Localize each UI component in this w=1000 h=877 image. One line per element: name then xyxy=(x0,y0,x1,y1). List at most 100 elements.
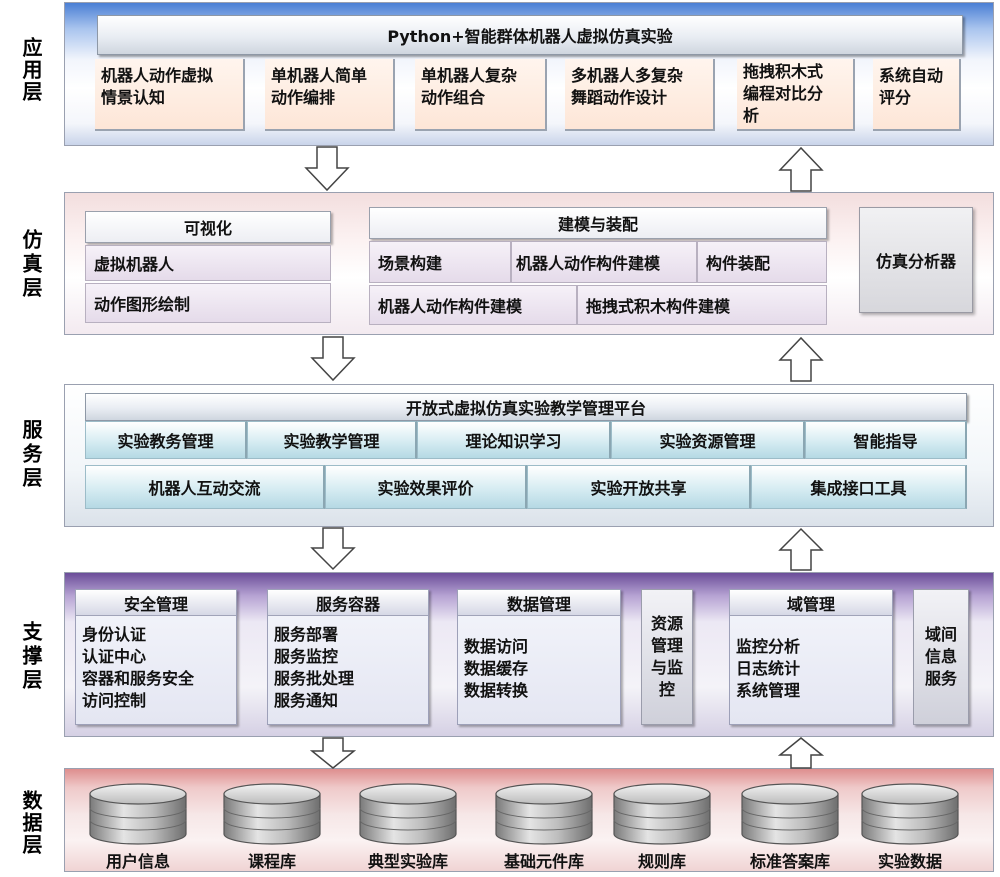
service-container: 服务容器 服务部署 服务监控 服务批处理 服务通知 xyxy=(267,589,429,725)
app-item: 拖拽积木式编程对比分析 xyxy=(737,59,855,131)
app-item: 机器人动作虚拟情景认知 xyxy=(95,59,245,131)
security-management-title: 安全管理 xyxy=(76,590,236,616)
visualization-item: 动作图形绘制 xyxy=(85,283,331,323)
database-icon xyxy=(741,783,839,845)
database-label: 典型实验库 xyxy=(367,852,448,871)
modeling-item-text: 构件装配 xyxy=(706,254,771,273)
database: 实验数据 xyxy=(860,782,960,871)
list-item: 身份认证 xyxy=(82,625,147,644)
layer-label-svc-text: 服务层 xyxy=(19,419,43,491)
modeling-item-text: 机器人动作构件建模 xyxy=(378,297,523,316)
service-item: 集成接口工具 xyxy=(751,465,967,509)
service-item: 实验效果评价 xyxy=(325,465,527,509)
data-management: 数据管理 数据访问 数据缓存 数据转换 xyxy=(457,589,621,725)
data-management-title: 数据管理 xyxy=(458,590,620,616)
database-icon xyxy=(223,783,321,845)
visualization-item: 虚拟机器人 xyxy=(85,245,331,281)
layer-label-data-text: 数据层 xyxy=(19,790,43,856)
list-item: 数据缓存 xyxy=(464,659,529,678)
app-item: 系统自动评分 xyxy=(873,59,961,131)
service-container-title: 服务容器 xyxy=(268,590,428,616)
layer-label-sup: 支撑层 xyxy=(0,602,62,712)
modeling-item: 拖拽式积木构件建模 xyxy=(577,285,827,325)
simulation-analyzer: 仿真分析器 xyxy=(859,207,973,313)
app-item-line: 单机器人复杂 xyxy=(421,66,518,85)
app-item-line: 动作组合 xyxy=(421,88,486,107)
resource-management-line: 控 xyxy=(658,680,675,699)
visualization-title-text: 可视化 xyxy=(183,219,232,238)
app-layer-title: Python+智能群体机器人虚拟仿真实验 xyxy=(97,15,963,55)
layer-label-sup-text: 支撑层 xyxy=(19,621,43,693)
app-item: 单机器人复杂动作组合 xyxy=(415,59,547,131)
layer-label-svc: 服务层 xyxy=(0,400,62,510)
database: 标准答案库 xyxy=(740,782,840,871)
modeling-item: 机器人动作构件建模 xyxy=(511,241,697,283)
database-label: 规则库 xyxy=(637,852,686,871)
arrow-up-icon xyxy=(778,146,824,192)
service-item-text: 理论知识学习 xyxy=(465,432,562,451)
resource-management-line: 与监 xyxy=(650,658,683,677)
service-item: 智能指导 xyxy=(805,421,967,459)
database: 用户信息 xyxy=(88,782,188,871)
app-item: 单机器人简单动作编排 xyxy=(265,59,395,131)
database-label: 用户信息 xyxy=(105,852,170,871)
arrow-down-icon xyxy=(310,737,356,769)
layer-label-app: 应用层 xyxy=(0,20,62,120)
database: 基础元件库 xyxy=(494,782,594,871)
application-layer: Python+智能群体机器人虚拟仿真实验 机器人动作虚拟情景认知 单机器人简单动… xyxy=(64,2,994,146)
layer-label-sim: 仿真层 xyxy=(0,210,62,320)
app-item-line: 拖拽积木式 xyxy=(743,62,824,81)
resource-management-line: 管理 xyxy=(650,636,683,655)
service-item-text: 智能指导 xyxy=(853,432,918,451)
service-item-text: 实验教学管理 xyxy=(283,432,380,451)
database-label: 标准答案库 xyxy=(749,852,830,871)
list-item: 日志统计 xyxy=(736,659,801,678)
arrow-down-icon xyxy=(310,527,356,571)
database-icon xyxy=(495,783,593,845)
service-item-text: 实验教务管理 xyxy=(117,432,214,451)
inter-domain-line: 域间 xyxy=(924,625,957,644)
database-icon xyxy=(359,783,457,845)
database: 课程库 xyxy=(222,782,322,871)
service-item: 实验开放共享 xyxy=(527,465,751,509)
modeling-item: 机器人动作构件建模 xyxy=(369,285,577,325)
modeling-item-text: 拖拽式积木构件建模 xyxy=(586,297,731,316)
visualization-title: 可视化 xyxy=(85,211,331,243)
database: 规则库 xyxy=(612,782,712,871)
app-item-line: 动作编排 xyxy=(271,88,336,107)
app-item-line: 编程对比分 xyxy=(743,84,824,103)
inter-domain-line: 信息 xyxy=(924,647,957,666)
data-management-list: 数据访问 数据缓存 数据转换 xyxy=(464,636,616,702)
app-item-line: 舞蹈动作设计 xyxy=(571,88,668,107)
service-item: 实验教务管理 xyxy=(85,421,247,459)
support-layer: 安全管理 身份认证 认证中心 容器和服务安全 访问控制 服务容器 服务部署 服务… xyxy=(64,572,994,737)
service-item: 实验资源管理 xyxy=(611,421,805,459)
service-layer: 开放式虚拟仿真实验教学管理平台 实验教务管理 实验教学管理 理论知识学习 实验资… xyxy=(64,384,994,527)
arrow-up-icon xyxy=(778,336,824,382)
security-management-list: 身份认证 认证中心 容器和服务安全 访问控制 xyxy=(82,624,232,712)
resource-management-line: 资源 xyxy=(650,614,683,633)
list-item: 服务部署 xyxy=(274,625,339,644)
app-item-line: 机器人动作虚拟 xyxy=(101,66,214,85)
resource-management: 资源 管理 与监 控 xyxy=(641,589,693,725)
modeling-item: 构件装配 xyxy=(697,241,827,283)
platform-title-text: 开放式虚拟仿真实验教学管理平台 xyxy=(405,399,646,418)
modeling-item-text: 场景构建 xyxy=(378,254,443,273)
modeling-title: 建模与装配 xyxy=(369,207,827,239)
app-item-line: 析 xyxy=(743,106,760,125)
visualization-item-text: 动作图形绘制 xyxy=(94,295,191,314)
modeling-item-text: 机器人动作构件建模 xyxy=(516,254,661,273)
app-item-line: 情景认知 xyxy=(101,88,166,107)
list-item: 服务监控 xyxy=(274,647,339,666)
service-item: 实验教学管理 xyxy=(247,421,417,459)
layer-label-app-text: 应用层 xyxy=(19,37,43,103)
list-item: 容器和服务安全 xyxy=(82,669,195,688)
list-item: 系统管理 xyxy=(736,681,801,700)
database-label: 基础元件库 xyxy=(503,852,584,871)
modeling-item: 场景构建 xyxy=(369,241,511,283)
service-item-text: 集成接口工具 xyxy=(810,479,907,498)
domain-management-title: 域管理 xyxy=(730,590,892,616)
app-item: 多机器人多复杂舞蹈动作设计 xyxy=(565,59,715,131)
service-container-list: 服务部署 服务监控 服务批处理 服务通知 xyxy=(274,624,424,712)
app-layer-title-text: Python+智能群体机器人虚拟仿真实验 xyxy=(387,27,673,46)
